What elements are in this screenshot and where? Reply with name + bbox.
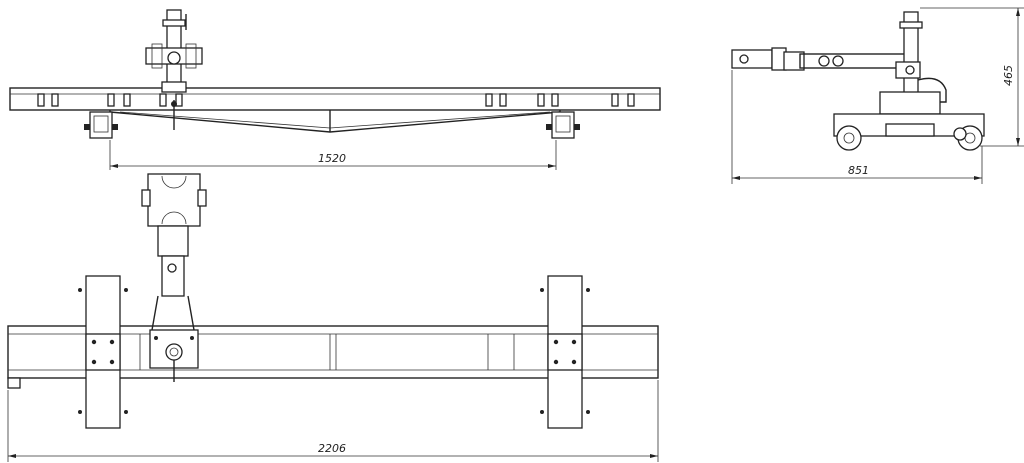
dimension-851-label: 851 (848, 164, 869, 177)
front-elevation-view: 1520 (9, 9, 661, 170)
dimension-2206-label: 2206 (318, 442, 346, 455)
plan-view: 2206 (7, 173, 659, 462)
side-elevation-view: 465 851 (731, 7, 1024, 184)
dimension-1520-label: 1520 (318, 152, 346, 165)
dimension-465-label: 465 (1002, 65, 1015, 86)
